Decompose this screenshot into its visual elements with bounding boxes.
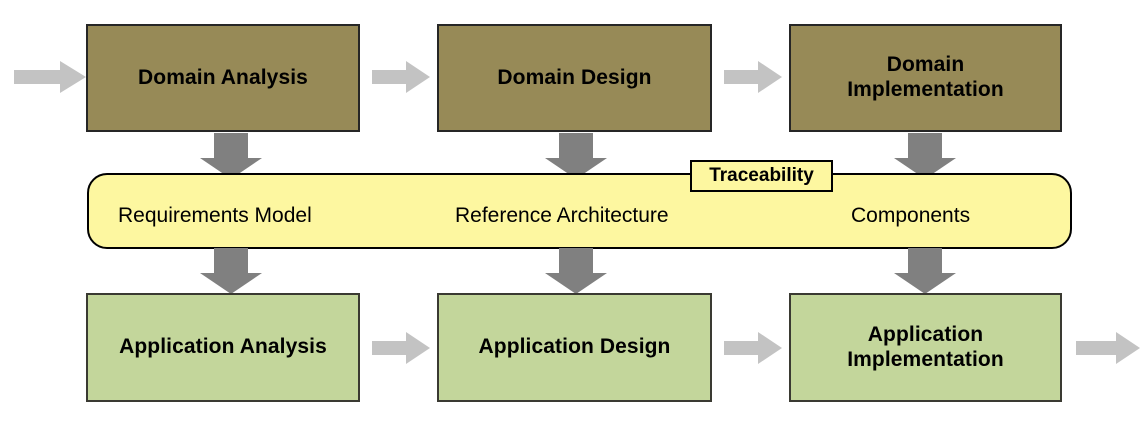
artifact-label-reference-architecture: Reference Architecture bbox=[455, 204, 669, 227]
entry-arrow bbox=[14, 61, 86, 93]
flow-arrow-application-analysis-to-application-design bbox=[372, 332, 430, 364]
flow-arrow-application-design-to-application-implementation bbox=[724, 332, 782, 364]
flow-arrow-down-components bbox=[894, 248, 956, 294]
process-box-domain-implementation[interactable]: Domain Implementation bbox=[789, 24, 1062, 132]
process-box-label: Domain Design bbox=[497, 65, 652, 89]
process-box-label: Domain Implementation bbox=[847, 53, 1004, 101]
flow-arrow-domain-analysis-to-domain-design bbox=[372, 61, 430, 93]
flow-arrow-domain-design-to-domain-implementation bbox=[724, 61, 782, 93]
process-box-label: Application Implementation bbox=[847, 322, 1004, 371]
process-box-application-analysis[interactable]: Application Analysis bbox=[86, 293, 360, 402]
artifact-label-components: Components bbox=[851, 204, 971, 227]
process-box-application-implementation[interactable]: Application Implementation bbox=[789, 293, 1062, 402]
process-box-label: Application Design bbox=[478, 335, 671, 359]
flow-arrow-down-domain-analysis bbox=[200, 133, 262, 179]
flow-arrow-down-domain-design bbox=[545, 133, 607, 179]
process-box-application-design[interactable]: Application Design bbox=[437, 293, 712, 402]
traceability-callout[interactable]: Traceability bbox=[690, 160, 833, 192]
flow-arrow-down-requirements-model bbox=[200, 248, 262, 294]
exit-arrow bbox=[1076, 332, 1140, 364]
artifact-label-requirements-model: Requirements Model bbox=[118, 204, 312, 227]
process-box-domain-design[interactable]: Domain Design bbox=[437, 24, 712, 132]
process-box-label: Application Analysis bbox=[119, 335, 327, 359]
traceability-label: Traceability bbox=[709, 165, 814, 186]
process-box-label: Domain Analysis bbox=[138, 65, 308, 89]
flow-arrow-down-domain-implementation bbox=[894, 133, 956, 179]
flow-arrow-down-reference-architecture bbox=[545, 248, 607, 294]
process-box-domain-analysis[interactable]: Domain Analysis bbox=[86, 24, 360, 132]
